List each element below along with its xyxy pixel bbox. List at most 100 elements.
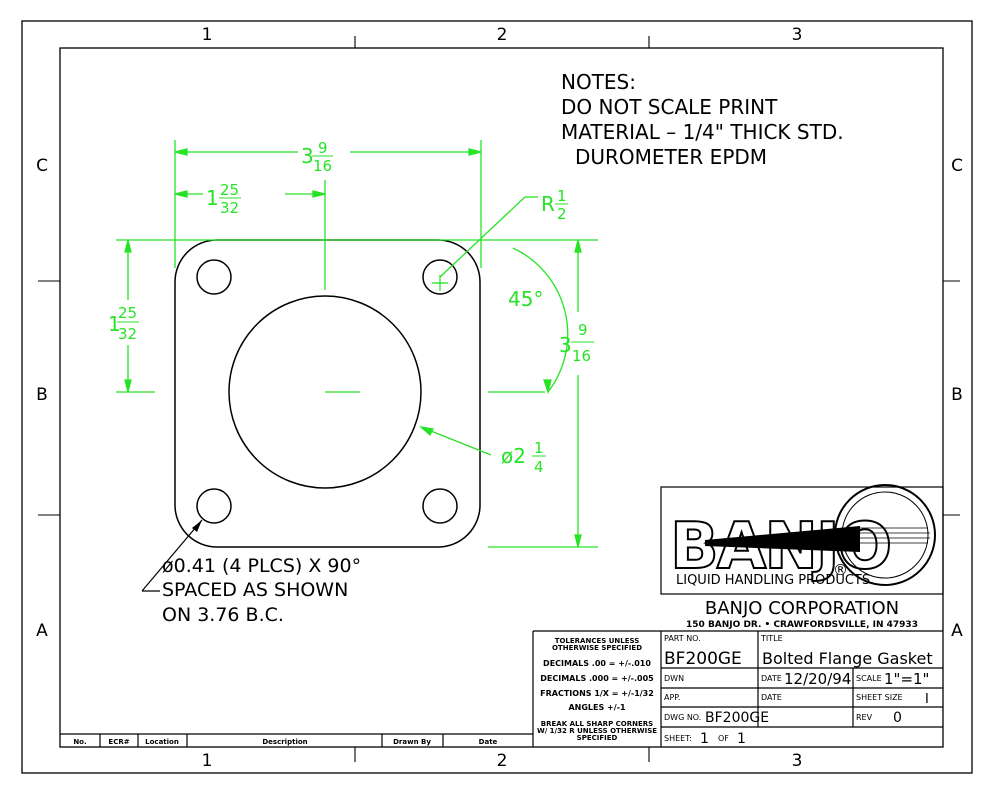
sheet-value: 1 (700, 731, 709, 747)
of-label: OF (718, 734, 729, 743)
dim-hole-offset-y-num: 25 (118, 304, 137, 322)
date2-label: DATE (761, 693, 782, 702)
bolt-hole-top-right (422, 259, 458, 295)
inner-border (59, 47, 944, 748)
dim-corner-radius: R 1 2 (541, 182, 573, 223)
company-address: 150 BANJO DR. • CRAWFORDSVILLE, IN 47933 (686, 620, 918, 630)
bolt-hole-bottom-right (422, 488, 458, 524)
zone-row-b-right: B (951, 385, 963, 405)
center-bore (228, 295, 422, 489)
zone-row-c-right: C (951, 156, 963, 176)
zone-row-a-left: A (36, 621, 48, 641)
dim-hole-offset-y-whole: 1 (108, 312, 121, 336)
of-value: 1 (737, 731, 746, 747)
dimension-labels: 3 9 16 1 25 32 R 1 2 45° 1 25 32 3 9 16 (108, 134, 594, 476)
tolerance-line-3: DECIMALS .00 = +/-.010 (543, 659, 651, 668)
app-label: APP. (664, 693, 680, 702)
banjo-logo: BANJO ® LIQUID HANDLING PRODUCTS (669, 484, 936, 588)
notes-line-1: DO NOT SCALE PRINT (561, 95, 778, 119)
dim-hole-offset-x-den: 32 (220, 199, 239, 217)
logo-registered: ® (833, 561, 848, 579)
dim-angle: 45° (508, 287, 543, 311)
revision-header-description: Description (262, 738, 307, 746)
hole-callout-line-2: SPACED AS SHOWN (162, 579, 348, 601)
sheet-size-value: I (925, 692, 929, 707)
dim-bore-diameter-prefix: ø2 (501, 444, 526, 468)
dim-overall-width-num: 9 (318, 139, 328, 157)
part-no-label: PART NO. (664, 634, 701, 643)
dim-corner-radius-prefix: R (541, 192, 555, 216)
tolerance-line-6: ANGLES +/-1 (568, 703, 626, 712)
part-no-value: BF200GE (664, 649, 742, 669)
revision-header-date: Date (479, 738, 498, 746)
tolerance-block: TOLERANCES UNLESS OTHERWISE SPECIFIED DE… (537, 637, 657, 742)
title-label: TITLE (760, 634, 783, 643)
zone-row-c-left: C (36, 156, 48, 176)
dim-overall-height: 3 9 16 (559, 316, 594, 365)
rev-value: 0 (893, 710, 902, 726)
dim-bore-diameter: ø2 1 4 (501, 434, 550, 476)
logo-neck (705, 526, 860, 552)
dwg-no-label: DWG NO. (664, 713, 701, 722)
zone-ticks (38, 36, 960, 762)
dim-overall-width-whole: 3 (301, 144, 314, 168)
outer-border (21, 20, 973, 774)
logo-banjo-head-inner (841, 491, 929, 579)
notes-line-2: MATERIAL – 1/4" THICK STD. (561, 120, 844, 144)
dim-overall-height-num: 9 (578, 321, 588, 339)
gasket-outline (174, 239, 481, 548)
dim-hole-offset-y: 1 25 32 (108, 299, 143, 343)
company-name: BANJO CORPORATION (705, 598, 899, 619)
dimension-lines (116, 140, 598, 548)
hole-callout: ø0.41 (4 PLCS) X 90° SPACED AS SHOWN ON … (141, 519, 361, 626)
tolerance-line-9: SPECIFIED (577, 734, 618, 742)
zone-col-3-top: 3 (792, 25, 803, 45)
dim-corner-radius-den: 2 (557, 205, 567, 223)
dim-hole-offset-x: 1 25 32 (206, 176, 245, 217)
tolerance-line-2: OTHERWISE SPECIFIED (552, 644, 642, 652)
dim-hole-offset-x-whole: 1 (206, 186, 219, 210)
zone-col-2-bottom: 2 (497, 751, 508, 771)
zone-col-1-top: 1 (202, 25, 213, 45)
date-label: DATE (761, 674, 782, 683)
logo-banjo-head-outer (834, 484, 936, 586)
revision-header-drawn-by: Drawn By (393, 738, 431, 746)
company-block: BANJO CORPORATION 150 BANJO DR. • CRAWFO… (686, 598, 918, 630)
dim-bore-diameter-num: 1 (534, 439, 544, 457)
tolerance-line-7: BREAK ALL SHARP CORNERS (541, 720, 653, 728)
notes-heading: NOTES: (561, 70, 636, 94)
bolt-hole-top-left (196, 259, 232, 295)
rev-label: REV (856, 713, 873, 722)
revision-table-header: No. ECR# Location Description Drawn By D… (73, 738, 497, 746)
scale-value: 1"=1" (884, 670, 929, 688)
dwn-label: DWN (664, 674, 684, 683)
hole-callout-line-3: ON 3.76 B.C. (162, 604, 284, 626)
notes-block: NOTES: DO NOT SCALE PRINT MATERIAL – 1/4… (561, 70, 844, 169)
dwg-no-value: BF200GE (705, 710, 769, 726)
hole-callout-line-1: ø0.41 (4 PLCS) X 90° (162, 555, 361, 577)
title-block-values: BF200GE Bolted Flange Gasket 12/20/94 1"… (664, 649, 933, 747)
dim-overall-width: 3 9 16 (301, 134, 334, 175)
tolerance-line-5: FRACTIONS 1/X = +/-1/32 (540, 689, 654, 698)
dim-overall-height-den: 16 (572, 347, 591, 365)
dim-overall-height-whole: 3 (559, 333, 572, 357)
scale-label: SCALE (856, 674, 882, 683)
title-block-frame (60, 486, 944, 747)
zone-col-2-top: 2 (497, 25, 508, 45)
logo-strings (850, 527, 930, 544)
bolt-hole-bottom-left (196, 488, 232, 524)
notes-line-3: DUROMETER EPDM (575, 145, 767, 169)
tolerance-line-4: DECIMALS .000 = +/-.005 (540, 674, 654, 683)
revision-header-location: Location (145, 738, 179, 746)
zone-row-b-left: B (36, 385, 48, 405)
dim-hole-offset-x-num: 25 (220, 181, 239, 199)
zone-col-3-bottom: 3 (792, 751, 803, 771)
title-block-labels: PART NO. TITLE DWN DATE SCALE APP. DATE … (664, 634, 903, 743)
date-value: 12/20/94 (784, 670, 851, 688)
sheet-label: SHEET: (664, 734, 692, 743)
dim-hole-offset-y-den: 32 (118, 325, 137, 343)
gasket-part (174, 239, 481, 548)
zone-row-a-right: A (951, 621, 963, 641)
dim-corner-radius-num: 1 (557, 187, 567, 205)
